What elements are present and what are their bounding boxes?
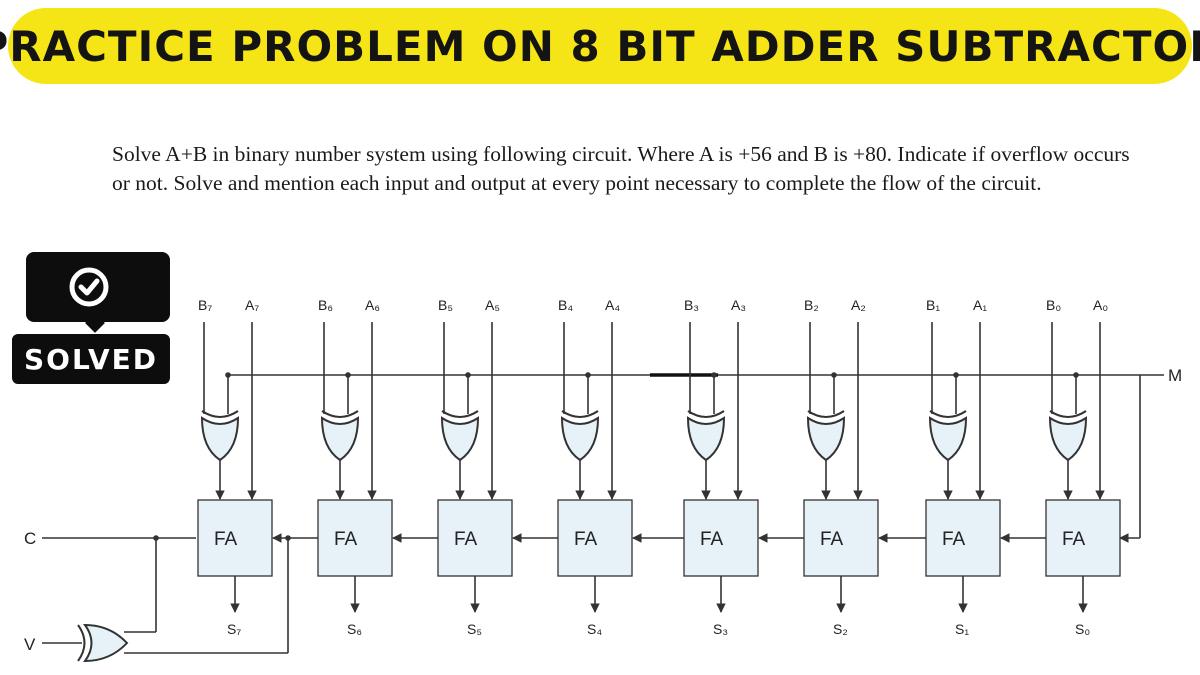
sum-label: S₅ (467, 621, 482, 637)
mode-label: M (1168, 366, 1182, 385)
xor-gate-5 (440, 416, 480, 462)
full-adder-label: FA (574, 529, 598, 550)
input-a-label: A₆ (365, 297, 380, 313)
mode-junction (225, 372, 231, 378)
xor-gate-3 (686, 416, 726, 462)
full-adder-stages: B₇ A₇ FA S₇ B₆ A₆ FA S₆ B₅ A₅ FA S₅ B₄ A₄ FA S₄ B₃ A₃ FA S₃… (197, 297, 1121, 637)
xor-gate-4 (560, 416, 600, 462)
mode-junction (831, 372, 837, 378)
xor-gate-input-curve (1049, 410, 1087, 418)
xor-gate-6 (320, 416, 360, 462)
sum-label: S₂ (833, 621, 848, 637)
mode-junction (1073, 372, 1079, 378)
full-adder-label: FA (214, 529, 238, 550)
input-b-label: B₀ (1046, 297, 1061, 313)
check-circle-icon (69, 267, 109, 307)
full-adder-1 (925, 499, 1001, 577)
input-b-label: B₆ (318, 297, 333, 313)
input-a-label: A₄ (605, 297, 620, 313)
input-b-label: B₄ (558, 297, 573, 313)
xor-gate-input-curve (201, 410, 239, 418)
overflow-xor-gate (83, 623, 129, 663)
input-b-label: B₇ (198, 297, 212, 313)
xor-gate-input-curve (561, 410, 599, 418)
full-adder-5 (437, 499, 513, 577)
xor-gate-1 (928, 416, 968, 462)
input-b-label: B₅ (438, 297, 453, 313)
full-adder-7 (197, 499, 273, 577)
input-a-label: A₂ (851, 297, 866, 313)
sum-label: S₄ (587, 621, 602, 637)
title-banner: PRACTICE PROBLEM ON 8 BIT ADDER SUBTRACT… (0, 8, 1200, 84)
xor-gate-input-curve (929, 410, 967, 418)
control-wiring: C V M (24, 366, 1182, 663)
full-adder-3 (683, 499, 759, 577)
mode-junction (585, 372, 591, 378)
sum-label: S₆ (347, 621, 362, 637)
full-adder-label: FA (454, 529, 478, 550)
sum-label: S₃ (713, 621, 728, 637)
input-b-label: B₂ (804, 297, 819, 313)
sum-label: S₇ (227, 621, 241, 637)
xor-gate-7 (200, 416, 240, 462)
full-adder-0 (1045, 499, 1121, 577)
input-a-label: A₁ (973, 297, 987, 313)
input-b-label: B₃ (684, 297, 699, 313)
xor-gate-input-curve (807, 410, 845, 418)
input-b-label: B₁ (926, 297, 940, 313)
carry-label: C (24, 529, 36, 548)
mode-junction (345, 372, 351, 378)
input-a-label: A₅ (485, 297, 500, 313)
page-title: PRACTICE PROBLEM ON 8 BIT ADDER SUBTRACT… (0, 21, 1200, 71)
input-a-label: A₃ (731, 297, 746, 313)
xor-gate-2 (806, 416, 846, 462)
xor-gate-0 (1048, 416, 1088, 462)
xor-gate-input-curve (687, 410, 725, 418)
full-adder-4 (557, 499, 633, 577)
check-box (26, 252, 170, 322)
sum-label: S₁ (955, 621, 969, 637)
full-adder-label: FA (942, 529, 966, 550)
solved-badge: SOLVED (12, 252, 170, 384)
full-adder-6 (317, 499, 393, 577)
full-adder-label: FA (820, 529, 844, 550)
mode-junction (953, 372, 959, 378)
mode-junction (711, 372, 717, 378)
sum-label: S₀ (1075, 621, 1090, 637)
xor-gate-input-curve (321, 410, 359, 418)
full-adder-label: FA (334, 529, 358, 550)
input-a-label: A₇ (245, 297, 259, 313)
overflow-label: V (24, 635, 36, 654)
full-adder-label: FA (1062, 529, 1086, 550)
xor-gate-input-curve (441, 410, 479, 418)
mode-junction (465, 372, 471, 378)
solved-label: SOLVED (12, 334, 170, 384)
input-a-label: A₀ (1093, 297, 1108, 313)
full-adder-label: FA (700, 529, 724, 550)
problem-statement: Solve A+B in binary number system using … (112, 142, 1130, 195)
